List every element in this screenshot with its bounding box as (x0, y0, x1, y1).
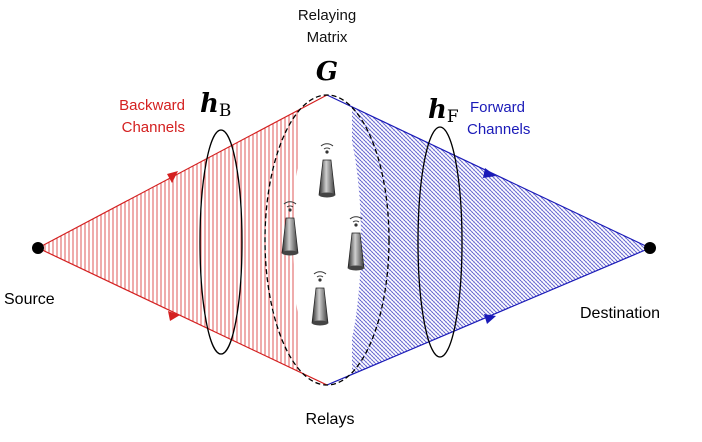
hb-symbol: hB (200, 89, 231, 121)
relaying-matrix-label-line2: Matrix (307, 29, 348, 46)
hf-symbol: hF (428, 95, 459, 127)
backward-channels-label-line2: Channels (122, 119, 185, 136)
backward-arrow-bottom (168, 311, 180, 321)
relays-label: Relays (306, 411, 355, 428)
forward-channels-label-line2: Channels (467, 121, 530, 138)
source-label: Source (4, 291, 55, 308)
backward-channels-label-line1: Backward (119, 97, 185, 114)
matrix-g-symbol: G (316, 57, 338, 87)
backward-edge-top (37, 94, 328, 249)
relay-antenna-icon (318, 143, 336, 198)
forward-arrow-top (483, 168, 496, 178)
source-node (32, 242, 44, 254)
forward-channel-region (327, 95, 650, 385)
hf-channel-ellipse (417, 126, 463, 358)
forward-arrow-bottom (484, 314, 496, 324)
backward-arrow-top (167, 171, 178, 183)
relaying-matrix-label-line1: Relaying (298, 7, 356, 24)
backward-edge-bottom (37, 247, 328, 386)
forward-channels-label-line1: Forward (470, 99, 525, 116)
destination-node (644, 242, 656, 254)
relay-antenna-icon (311, 271, 329, 326)
backward-channel-region (38, 95, 327, 385)
destination-label: Destination (580, 305, 660, 322)
relay-antenna-icon (281, 201, 299, 256)
hb-channel-ellipse (199, 129, 243, 355)
relay-antenna-icon (347, 216, 365, 271)
relay-cluster-outline (264, 94, 390, 386)
